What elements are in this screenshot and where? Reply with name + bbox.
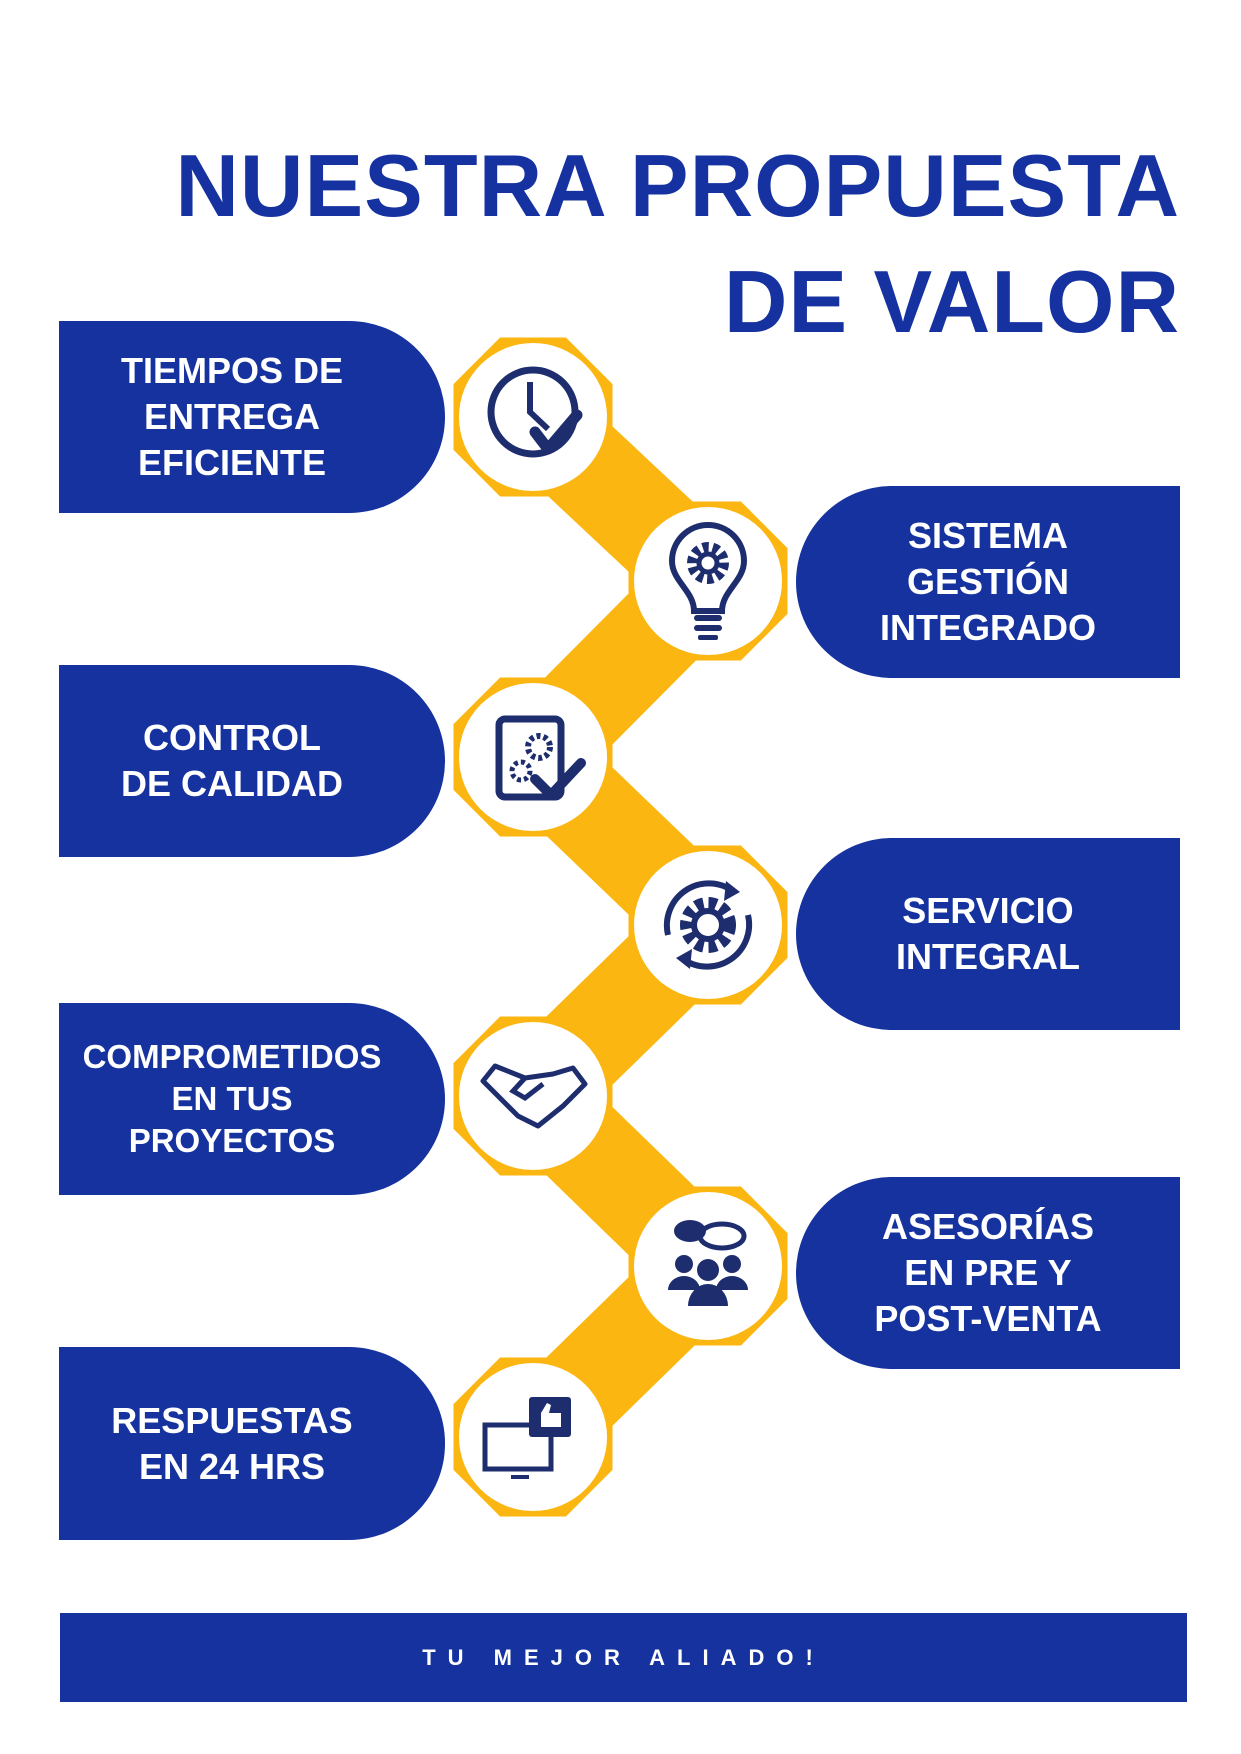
card-text: RESPUESTAS: [111, 1399, 353, 1441]
card-text: PROYECTOS: [128, 1122, 336, 1159]
card-text: POST-VENTA: [874, 1298, 1102, 1339]
icon-node: [453, 1016, 613, 1176]
card-text: INTEGRAL: [896, 936, 1080, 977]
card-text: DE CALIDAD: [121, 763, 343, 804]
document-gears-check-icon: [495, 715, 586, 801]
card-asesorias: ASESORÍAS EN PRE Y POST-VENTA: [796, 1177, 1180, 1369]
card-text: INTEGRADO: [880, 607, 1096, 648]
lightbulb-gear-icon: [668, 522, 748, 640]
card-servicio-integral: SERVICIO INTEGRAL: [796, 838, 1180, 1030]
card-text: EN 24 HRS: [138, 1445, 326, 1487]
card-text: TIEMPOS DE: [120, 350, 344, 391]
card-text: SERVICIO: [902, 890, 1074, 931]
icon-circle: [634, 851, 782, 999]
page-title-line-1: NUESTRA PROPUESTA: [175, 136, 1180, 235]
card-text: GESTIÓN: [906, 561, 1070, 602]
gear-cycle-icon: [663, 880, 753, 970]
monitor-thumbs-up-icon: [482, 1397, 571, 1479]
card-tiempos-entrega: TIEMPOS DE ENTREGA EFICIENTE: [59, 321, 445, 513]
icon-circle: [459, 1022, 607, 1170]
icon-node: [453, 677, 613, 837]
card-text: COMPROMETIDOS: [82, 1038, 382, 1075]
card-comprometidos: COMPROMETIDOS EN TUS PROYECTOS: [59, 1003, 445, 1195]
card-sistema-gestion: SISTEMA GESTIÓN INTEGRADO: [796, 486, 1180, 678]
card-text: SISTEMA: [907, 515, 1068, 556]
icon-node: [628, 845, 788, 1005]
icon-node: [453, 337, 613, 497]
card-text: ENTREGA: [143, 396, 320, 437]
card-text: EN PRE Y: [904, 1252, 1072, 1293]
footer-tagline: TU MEJOR ALIADO!: [422, 1644, 825, 1670]
handshake-icon: [480, 1063, 588, 1129]
page-title-line-2: DE VALOR: [723, 252, 1180, 351]
footer-banner: TU MEJOR ALIADO!: [60, 1613, 1187, 1702]
card-text: CONTROL: [143, 717, 321, 758]
icon-node: [453, 1357, 613, 1517]
card-control-calidad: CONTROL DE CALIDAD: [59, 665, 445, 857]
icon-node: [628, 1186, 788, 1346]
clock-check-icon: [487, 366, 583, 458]
card-text: EFICIENTE: [137, 442, 326, 483]
card-text: ASESORÍAS: [881, 1206, 1095, 1247]
group-chat-icon: [668, 1220, 748, 1306]
card-text: EN TUS: [171, 1080, 293, 1117]
icon-node: [628, 501, 788, 661]
